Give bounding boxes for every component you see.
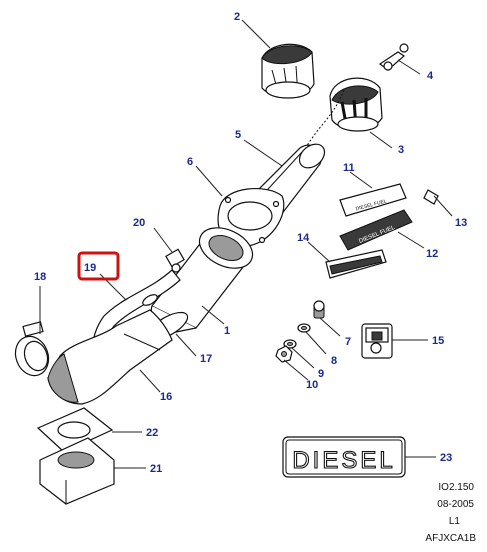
key-part-4[interactable] xyxy=(378,43,409,71)
diesel-fuel-badge-part-12[interactable]: DIESEL FUEL xyxy=(339,209,413,251)
callout-23: 23 xyxy=(440,452,452,464)
jubilee-clip-part-18[interactable] xyxy=(10,321,54,380)
reference-line-3: L1 xyxy=(449,516,461,527)
reference-block: IO2.150 08-2005 L1 AFJXCA1B xyxy=(425,482,476,544)
callout-3: 3 xyxy=(398,144,404,156)
screw-part-7[interactable] xyxy=(313,300,325,319)
callout-22: 22 xyxy=(146,427,158,439)
diesel-plate-part-23[interactable]: DIESEL xyxy=(282,436,406,478)
callout-13: 13 xyxy=(455,217,467,229)
callout-4: 4 xyxy=(427,70,434,82)
clip-part-13[interactable] xyxy=(423,189,439,205)
callout-16: 16 xyxy=(160,391,172,403)
diesel-badge-small-part-11[interactable]: DIESEL FUEL xyxy=(339,183,407,217)
filler-hose-part-16[interactable] xyxy=(47,309,173,405)
callout-12: 12 xyxy=(426,248,438,260)
reference-line-2: 08-2005 xyxy=(437,499,474,510)
label-plate-part-14[interactable] xyxy=(325,249,387,279)
callout-1: 1 xyxy=(224,325,230,337)
callout-11: 11 xyxy=(343,162,355,174)
callout-7: 7 xyxy=(345,336,351,348)
washer-part-8[interactable] xyxy=(297,323,311,333)
callout-10: 10 xyxy=(306,379,318,391)
nut-part-10[interactable] xyxy=(275,345,293,363)
reference-line-1: IO2.150 xyxy=(438,482,474,493)
callout-18: 18 xyxy=(34,271,46,283)
callout-14: 14 xyxy=(297,232,310,244)
callout-19: 19 xyxy=(84,262,96,274)
gasket-part-22[interactable] xyxy=(36,407,114,453)
callout-20: 20 xyxy=(133,217,145,229)
reference-line-4: AFJXCA1B xyxy=(425,533,476,544)
callout-5: 5 xyxy=(235,129,241,141)
fuel-cap-part-2[interactable] xyxy=(261,43,315,99)
callout-17: 17 xyxy=(200,353,212,365)
callout-21: 21 xyxy=(150,463,162,475)
fuel-symbol-label-part-15[interactable] xyxy=(361,323,393,359)
locking-fuel-cap-part-3[interactable] xyxy=(303,77,383,151)
seal-block-part-21[interactable] xyxy=(39,437,115,505)
washer-part-9[interactable] xyxy=(283,339,297,349)
callout-15: 15 xyxy=(432,335,444,347)
callout-9: 9 xyxy=(318,368,324,380)
callout-8: 8 xyxy=(331,355,337,367)
highlight-box-19 xyxy=(77,251,120,281)
callout-2: 2 xyxy=(234,11,240,23)
callout-6: 6 xyxy=(187,156,193,168)
callout-numbers: 2 4 3 5 6 11 13 12 14 20 19 18 1 7 8 9 1… xyxy=(34,11,467,475)
diesel-plate-text: DIESEL xyxy=(292,447,395,474)
breather-connector-part-20[interactable] xyxy=(165,248,185,273)
